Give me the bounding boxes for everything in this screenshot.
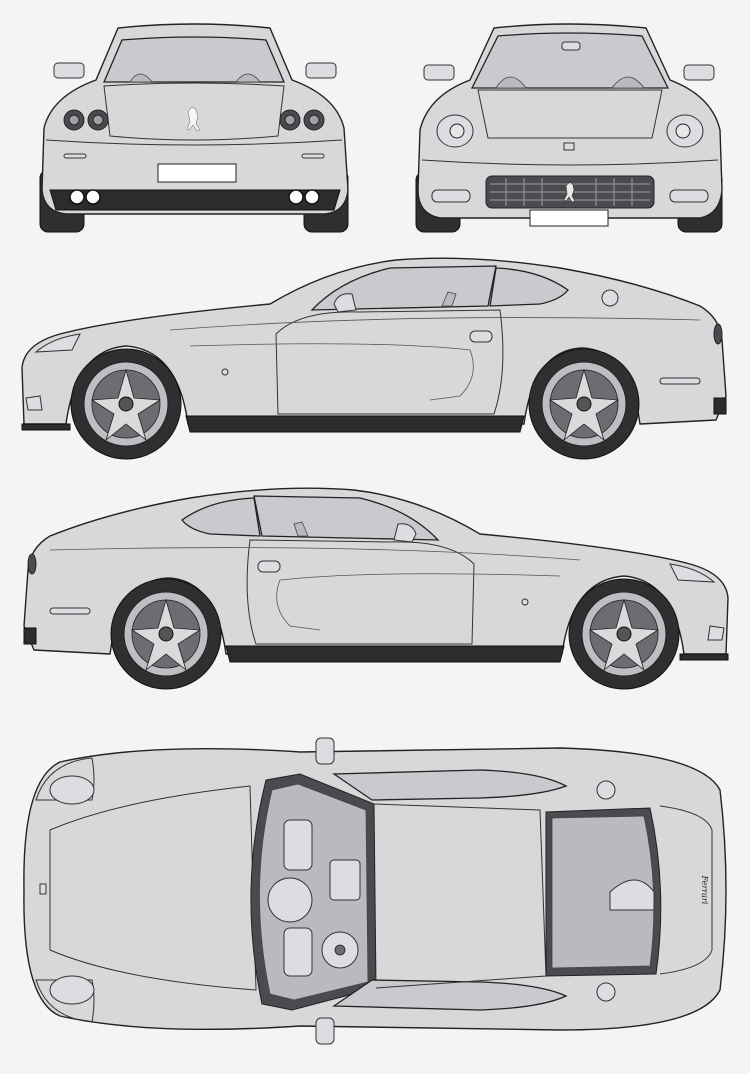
- side-view-right-door: [246, 539, 475, 645]
- top-view-steering-hub: [334, 944, 346, 956]
- front-view-headlight-left-lens: [449, 123, 465, 139]
- rear-view-diffuser: [49, 189, 341, 211]
- side-view-right-door-handle: [257, 560, 281, 573]
- rear-view-reflector-right: [301, 153, 325, 159]
- side-view-left-front-intake: [25, 395, 43, 411]
- side-view-left-front-splitter: [21, 423, 71, 431]
- rear-view: [39, 23, 349, 233]
- side-view-right-side-sill: [225, 645, 565, 663]
- front-view-seat-left: [495, 76, 527, 89]
- top-view-fuel-cap-right: [596, 982, 616, 1002]
- side-view-right-rear-wheel: [110, 578, 222, 690]
- rear-view-taillight-left-outer-lens: [68, 114, 80, 126]
- top-view-side-window-right: [331, 979, 568, 1011]
- rear-view-mirror-right: [305, 62, 337, 79]
- side-view-right-shoulder-line: [49, 547, 581, 561]
- side-view-left-mirror: [333, 293, 357, 313]
- front-view-seat-right: [611, 76, 645, 89]
- top-view-roof: [373, 803, 547, 989]
- front-view-foglight-left: [431, 189, 471, 203]
- top-view-mirror-left: [315, 737, 335, 765]
- rear-view-prancing-horse-badge: [186, 107, 201, 132]
- top-view-hood: [49, 785, 257, 991]
- side-view-left-door-scallop: [189, 343, 474, 401]
- side-view-left-door: [275, 309, 504, 415]
- side-view-left-exhaust: [713, 397, 727, 415]
- rear-view-reflector-left: [63, 153, 87, 159]
- front-view-license-plate: [529, 209, 609, 227]
- front-view-prancing-horse-badge: [563, 182, 576, 203]
- front-view-mirror-left: [423, 64, 455, 81]
- front-view: [415, 23, 723, 233]
- side-view-left-fuel-cap: [601, 289, 619, 307]
- side-view-left-side-marker: [221, 368, 229, 376]
- top-view-headlight-left: [49, 775, 95, 805]
- rear-view-exhaust-4: [304, 189, 320, 205]
- top-view-steering-wheel-area: [267, 877, 313, 923]
- front-view-badge: [563, 142, 575, 151]
- top-view-trunk: [659, 805, 713, 975]
- rear-view-headrest-left: [129, 73, 153, 83]
- rear-view-exhaust-3: [288, 189, 304, 205]
- side-view-left-seat-headrest: [441, 291, 457, 307]
- front-view-mirror-right: [683, 64, 715, 81]
- side-view-left-side-window-rear: [489, 267, 569, 307]
- side-view-left-taillight: [713, 323, 723, 345]
- top-view-rear-badge: Ferrari: [700, 875, 709, 905]
- side-view-right-mirror: [393, 523, 417, 543]
- top-view-side-window-left: [331, 769, 568, 801]
- side-view-left-front-wheel: [70, 348, 182, 460]
- rear-view-taillight-left-inner-lens: [92, 114, 104, 126]
- side-view-right-front-intake: [707, 625, 725, 641]
- front-view-rearview-mirror: [561, 41, 581, 51]
- side-view-right: [23, 487, 729, 690]
- front-view-headlight-right-lens: [675, 123, 691, 139]
- side-view-right-rear-reflector: [49, 607, 91, 615]
- front-view-windshield: [470, 32, 670, 89]
- rear-view-exhaust-1: [69, 189, 85, 205]
- side-view-left-rear-reflector: [659, 377, 701, 385]
- top-view-headlight-right: [49, 975, 95, 1005]
- side-view-right-side-marker: [521, 598, 529, 606]
- side-view-left-rear-wheel: [528, 348, 640, 460]
- side-view-right-side-window-rear: [181, 497, 261, 537]
- top-view-rear-parcel-shelf: [609, 879, 655, 911]
- rear-view-rear-window: [103, 36, 285, 83]
- side-view-left-shoulder-line: [169, 317, 701, 331]
- rear-view-headrest-right: [235, 73, 261, 83]
- top-view-fuel-cap-left: [596, 780, 616, 800]
- top-view-seat-right: [283, 927, 313, 977]
- rear-view-taillight-right-outer-lens: [308, 114, 320, 126]
- side-view-right-front-wheel: [568, 578, 680, 690]
- side-view-left-headlight: [34, 333, 81, 353]
- rear-view-mirror-left: [53, 62, 85, 79]
- rear-view-taillight-right-inner-lens: [284, 114, 296, 126]
- side-view-right-door-scallop: [276, 573, 561, 631]
- rear-view-bumper-line: [45, 139, 343, 146]
- side-view-right-exhaust: [23, 627, 37, 645]
- front-view-hood: [477, 89, 663, 139]
- side-view-left: [21, 257, 727, 460]
- top-view: Ferrari: [23, 737, 727, 1045]
- rear-view-license-plate: [157, 163, 237, 183]
- front-view-foglight-right: [669, 189, 709, 203]
- side-view-right-taillight: [27, 553, 37, 575]
- rear-view-trunk-lid: [103, 82, 285, 141]
- side-view-right-front-splitter: [679, 653, 729, 661]
- top-view-seat-left: [283, 819, 313, 871]
- side-view-left-door-handle: [469, 330, 493, 343]
- top-view-mirror-right: [315, 1017, 335, 1045]
- rear-view-exhaust-2: [85, 189, 101, 205]
- top-view-center-console: [329, 859, 361, 901]
- front-view-bumper-line: [421, 159, 719, 166]
- side-view-right-headlight: [669, 563, 716, 583]
- side-view-left-side-sill: [185, 415, 525, 433]
- top-view-hood-badge: [39, 883, 47, 895]
- side-view-right-seat-headrest: [293, 521, 309, 537]
